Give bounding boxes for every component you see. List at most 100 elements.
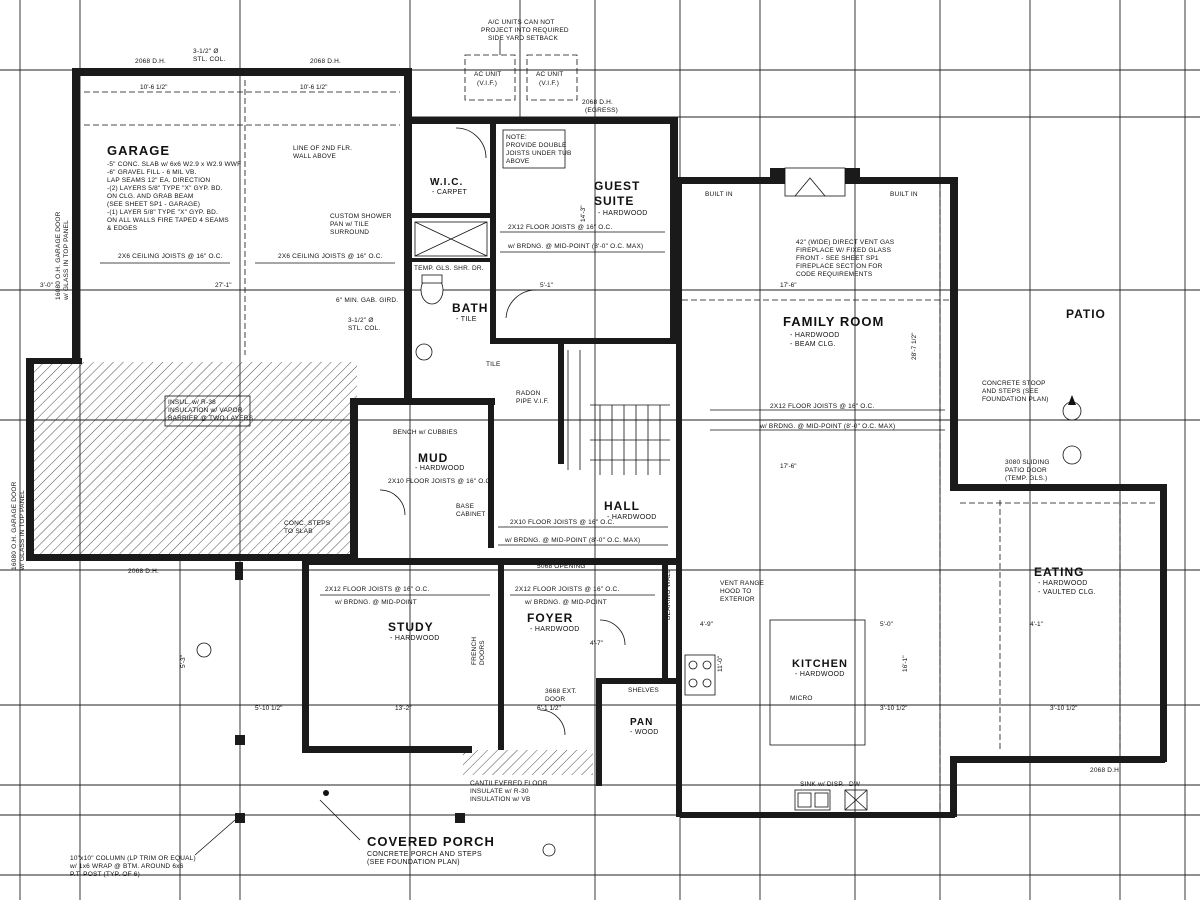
svg-text:w/ BRDNG. @ MID-POINT (8'-0" O: w/ BRDNG. @ MID-POINT (8'-0" O.C. MAX)	[504, 537, 640, 544]
svg-text:-5" CONC. SLAB w/ 6x6 W2.9 x W: -5" CONC. SLAB w/ 6x6 W2.9 x W2.9 WWF	[107, 161, 241, 168]
svg-text:INSULATE w/ R-30: INSULATE w/ R-30	[470, 788, 529, 795]
svg-text:(TEMP. GLS.): (TEMP. GLS.)	[1005, 475, 1047, 482]
svg-text:28'-7 1/2": 28'-7 1/2"	[911, 332, 918, 360]
porch-hatch-area	[463, 750, 593, 775]
porch-note-1: CONCRETE PORCH AND STEPS	[367, 851, 482, 858]
svg-text:3080 SLIDING: 3080 SLIDING	[1005, 459, 1050, 466]
svg-text:MICRO: MICRO	[790, 695, 813, 702]
room-title-kitchen: KITCHEN	[792, 658, 848, 670]
walls	[26, 68, 1167, 823]
svg-text:ABOVE: ABOVE	[506, 158, 530, 165]
svg-text:4'-9": 4'-9"	[700, 621, 714, 628]
svg-text:DW: DW	[849, 781, 861, 788]
eating-floor: - HARDWOOD	[1038, 580, 1088, 587]
svg-text:-(1) LAYER 5/8" TYPE "X" GYP.: -(1) LAYER 5/8" TYPE "X" GYP. BD.	[107, 209, 218, 216]
svg-text:2X10 FLOOR JOISTS @ 16" O.C.: 2X10 FLOOR JOISTS @ 16" O.C.	[388, 478, 492, 485]
room-title-eating: EATING	[1034, 565, 1084, 579]
svg-text:HOOD TO: HOOD TO	[720, 588, 752, 595]
room-title-foyer: FOYER	[527, 611, 573, 625]
svg-text:PROJECT INTO REQUIRED: PROJECT INTO REQUIRED	[481, 27, 569, 34]
svg-text:3-1/2" Ø: 3-1/2" Ø	[348, 317, 374, 324]
svg-text:AC UNIT: AC UNIT	[536, 71, 563, 78]
svg-text:LINE OF 2ND FLR.: LINE OF 2ND FLR.	[293, 145, 352, 152]
room-title-pantry: PAN	[630, 717, 653, 728]
svg-text:2068 D.H.: 2068 D.H.	[1090, 767, 1121, 774]
svg-text:INSUL. w/ R-38: INSUL. w/ R-38	[168, 399, 216, 406]
svg-text:WALL ABOVE: WALL ABOVE	[293, 153, 337, 160]
svg-text:11'-0": 11'-0"	[717, 655, 724, 672]
room-title-family-room: FAMILY ROOM	[783, 314, 884, 329]
svg-text:PIPE V.I.F.: PIPE V.I.F.	[516, 398, 549, 405]
svg-text:5'-0": 5'-0"	[880, 621, 894, 628]
svg-text:DOORS: DOORS	[479, 640, 486, 665]
family-floor: - HARDWOOD	[790, 332, 840, 339]
svg-text:BEARING WALL: BEARING WALL	[665, 569, 672, 620]
svg-text:P.T. POST (TYP. OF 6): P.T. POST (TYP. OF 6)	[70, 871, 140, 878]
garage-notes: -5" CONC. SLAB w/ 6x6 W2.9 x W2.9 WWF -6…	[107, 161, 241, 232]
svg-text:3668 EXT.: 3668 EXT.	[545, 688, 577, 695]
svg-text:10'-6 1/2": 10'-6 1/2"	[140, 84, 168, 91]
svg-text:TILE: TILE	[486, 361, 501, 368]
linework	[84, 40, 1155, 856]
svg-text:6" MIN. GAB. GIRD.: 6" MIN. GAB. GIRD.	[336, 297, 398, 304]
hall-floor: - HARDWOOD	[607, 514, 657, 521]
room-labels: GARAGE -5" CONC. SLAB w/ 6x6 W2.9 x W2.9…	[107, 143, 1105, 866]
svg-text:w/ GLASS IN TOP PANEL: w/ GLASS IN TOP PANEL	[19, 490, 26, 571]
svg-text:2X12 FLOOR JOISTS @ 16" O.C.: 2X12 FLOOR JOISTS @ 16" O.C.	[508, 224, 612, 231]
room-title-study: STUDY	[388, 620, 434, 634]
svg-text:(V.I.F.): (V.I.F.)	[539, 80, 559, 87]
svg-text:17'-6": 17'-6"	[780, 282, 797, 289]
stair-treads	[567, 350, 670, 475]
svg-text:3-1/2" Ø: 3-1/2" Ø	[193, 48, 219, 55]
svg-text:AND STEPS (SEE: AND STEPS (SEE	[982, 388, 1039, 395]
svg-text:2X12 FLOOR JOISTS @ 16" O.C.: 2X12 FLOOR JOISTS @ 16" O.C.	[325, 586, 429, 593]
svg-text:(SEE SHEET SP1 - GARAGE): (SEE SHEET SP1 - GARAGE)	[107, 201, 200, 208]
room-title-covered-porch: COVERED PORCH	[367, 834, 495, 849]
svg-text:w/ BRDNG. @ MID-POINT (8'-0" O: w/ BRDNG. @ MID-POINT (8'-0" O.C. MAX)	[507, 243, 643, 250]
svg-text:INSULATION w/ VB: INSULATION w/ VB	[470, 796, 531, 803]
room-title-mud: MUD	[418, 451, 448, 465]
svg-text:6'-1 1/2": 6'-1 1/2"	[537, 705, 561, 712]
svg-text:& EDGES: & EDGES	[107, 225, 138, 232]
room-title-suite: SUITE	[594, 194, 634, 208]
svg-text:CONCRETE STOOP: CONCRETE STOOP	[982, 380, 1046, 387]
svg-text:4'-7": 4'-7"	[590, 640, 604, 647]
svg-text:2068 D.H.: 2068 D.H.	[135, 58, 166, 65]
svg-text:2X12 FLOOR JOISTS @ 16" O.C.: 2X12 FLOOR JOISTS @ 16" O.C.	[770, 403, 874, 410]
svg-text:BUILT IN: BUILT IN	[705, 191, 733, 198]
slab-hatch-area	[32, 362, 357, 557]
svg-text:16080 O.H. GARAGE DOOR: 16080 O.H. GARAGE DOOR	[11, 481, 18, 570]
svg-text:2068 D.H.: 2068 D.H.	[128, 568, 159, 575]
porch-note-2: (SEE FOUNDATION PLAN)	[367, 859, 460, 866]
svg-text:BENCH w/ CUBBIES: BENCH w/ CUBBIES	[393, 429, 458, 436]
svg-text:16080 O.H. GARAGE DOOR: 16080 O.H. GARAGE DOOR	[55, 211, 62, 300]
room-title-wic: W.I.C.	[430, 177, 463, 188]
garage-joists-left: 2X6 CEILING JOISTS @ 16" O.C.	[118, 253, 223, 260]
svg-text:-(2) LAYERS 5/8" TYPE "X" GYP.: -(2) LAYERS 5/8" TYPE "X" GYP. BD.	[107, 185, 223, 192]
svg-text:AC UNIT: AC UNIT	[474, 71, 501, 78]
svg-text:-6" GRAVEL FILL - 6 MIL VB.: -6" GRAVEL FILL - 6 MIL VB.	[107, 169, 197, 176]
svg-text:w/ BRDNG. @ MID-POINT: w/ BRDNG. @ MID-POINT	[334, 599, 417, 606]
svg-text:FRENCH: FRENCH	[471, 637, 478, 665]
svg-text:FOUNDATION PLAN): FOUNDATION PLAN)	[982, 396, 1049, 403]
svg-text:42" (WIDE) DIRECT VENT GAS: 42" (WIDE) DIRECT VENT GAS	[796, 239, 895, 246]
svg-text:CUSTOM SHOWER: CUSTOM SHOWER	[330, 213, 392, 220]
svg-text:SURROUND: SURROUND	[330, 229, 369, 236]
room-title-hall: HALL	[604, 499, 640, 513]
svg-text:CANTILEVERED FLOOR: CANTILEVERED FLOOR	[470, 780, 548, 787]
wic-floor: - CARPET	[432, 189, 467, 196]
svg-text:BASE: BASE	[456, 503, 475, 510]
svg-text:FIREPLACE SECTION FOR: FIREPLACE SECTION FOR	[796, 263, 883, 270]
svg-text:w/ BRDNG. @ MID-POINT (8'-0" O: w/ BRDNG. @ MID-POINT (8'-0" O.C. MAX)	[759, 423, 895, 430]
svg-text:FIREPLACE W/ FIXED GLASS: FIREPLACE W/ FIXED GLASS	[796, 247, 892, 254]
svg-text:17'-6": 17'-6"	[780, 463, 797, 470]
svg-text:BUILT IN: BUILT IN	[890, 191, 918, 198]
svg-text:5068 OPENING: 5068 OPENING	[537, 563, 586, 570]
svg-text:INSULATION w/ VAPOR: INSULATION w/ VAPOR	[168, 407, 243, 414]
svg-text:SHELVES: SHELVES	[628, 687, 659, 694]
svg-text:STL. COL.: STL. COL.	[193, 56, 226, 63]
svg-text:ON CLG. AND GRAB BEAM: ON CLG. AND GRAB BEAM	[107, 193, 194, 200]
svg-text:3'-0": 3'-0"	[40, 282, 54, 289]
room-title-guest: GUEST	[594, 179, 640, 193]
